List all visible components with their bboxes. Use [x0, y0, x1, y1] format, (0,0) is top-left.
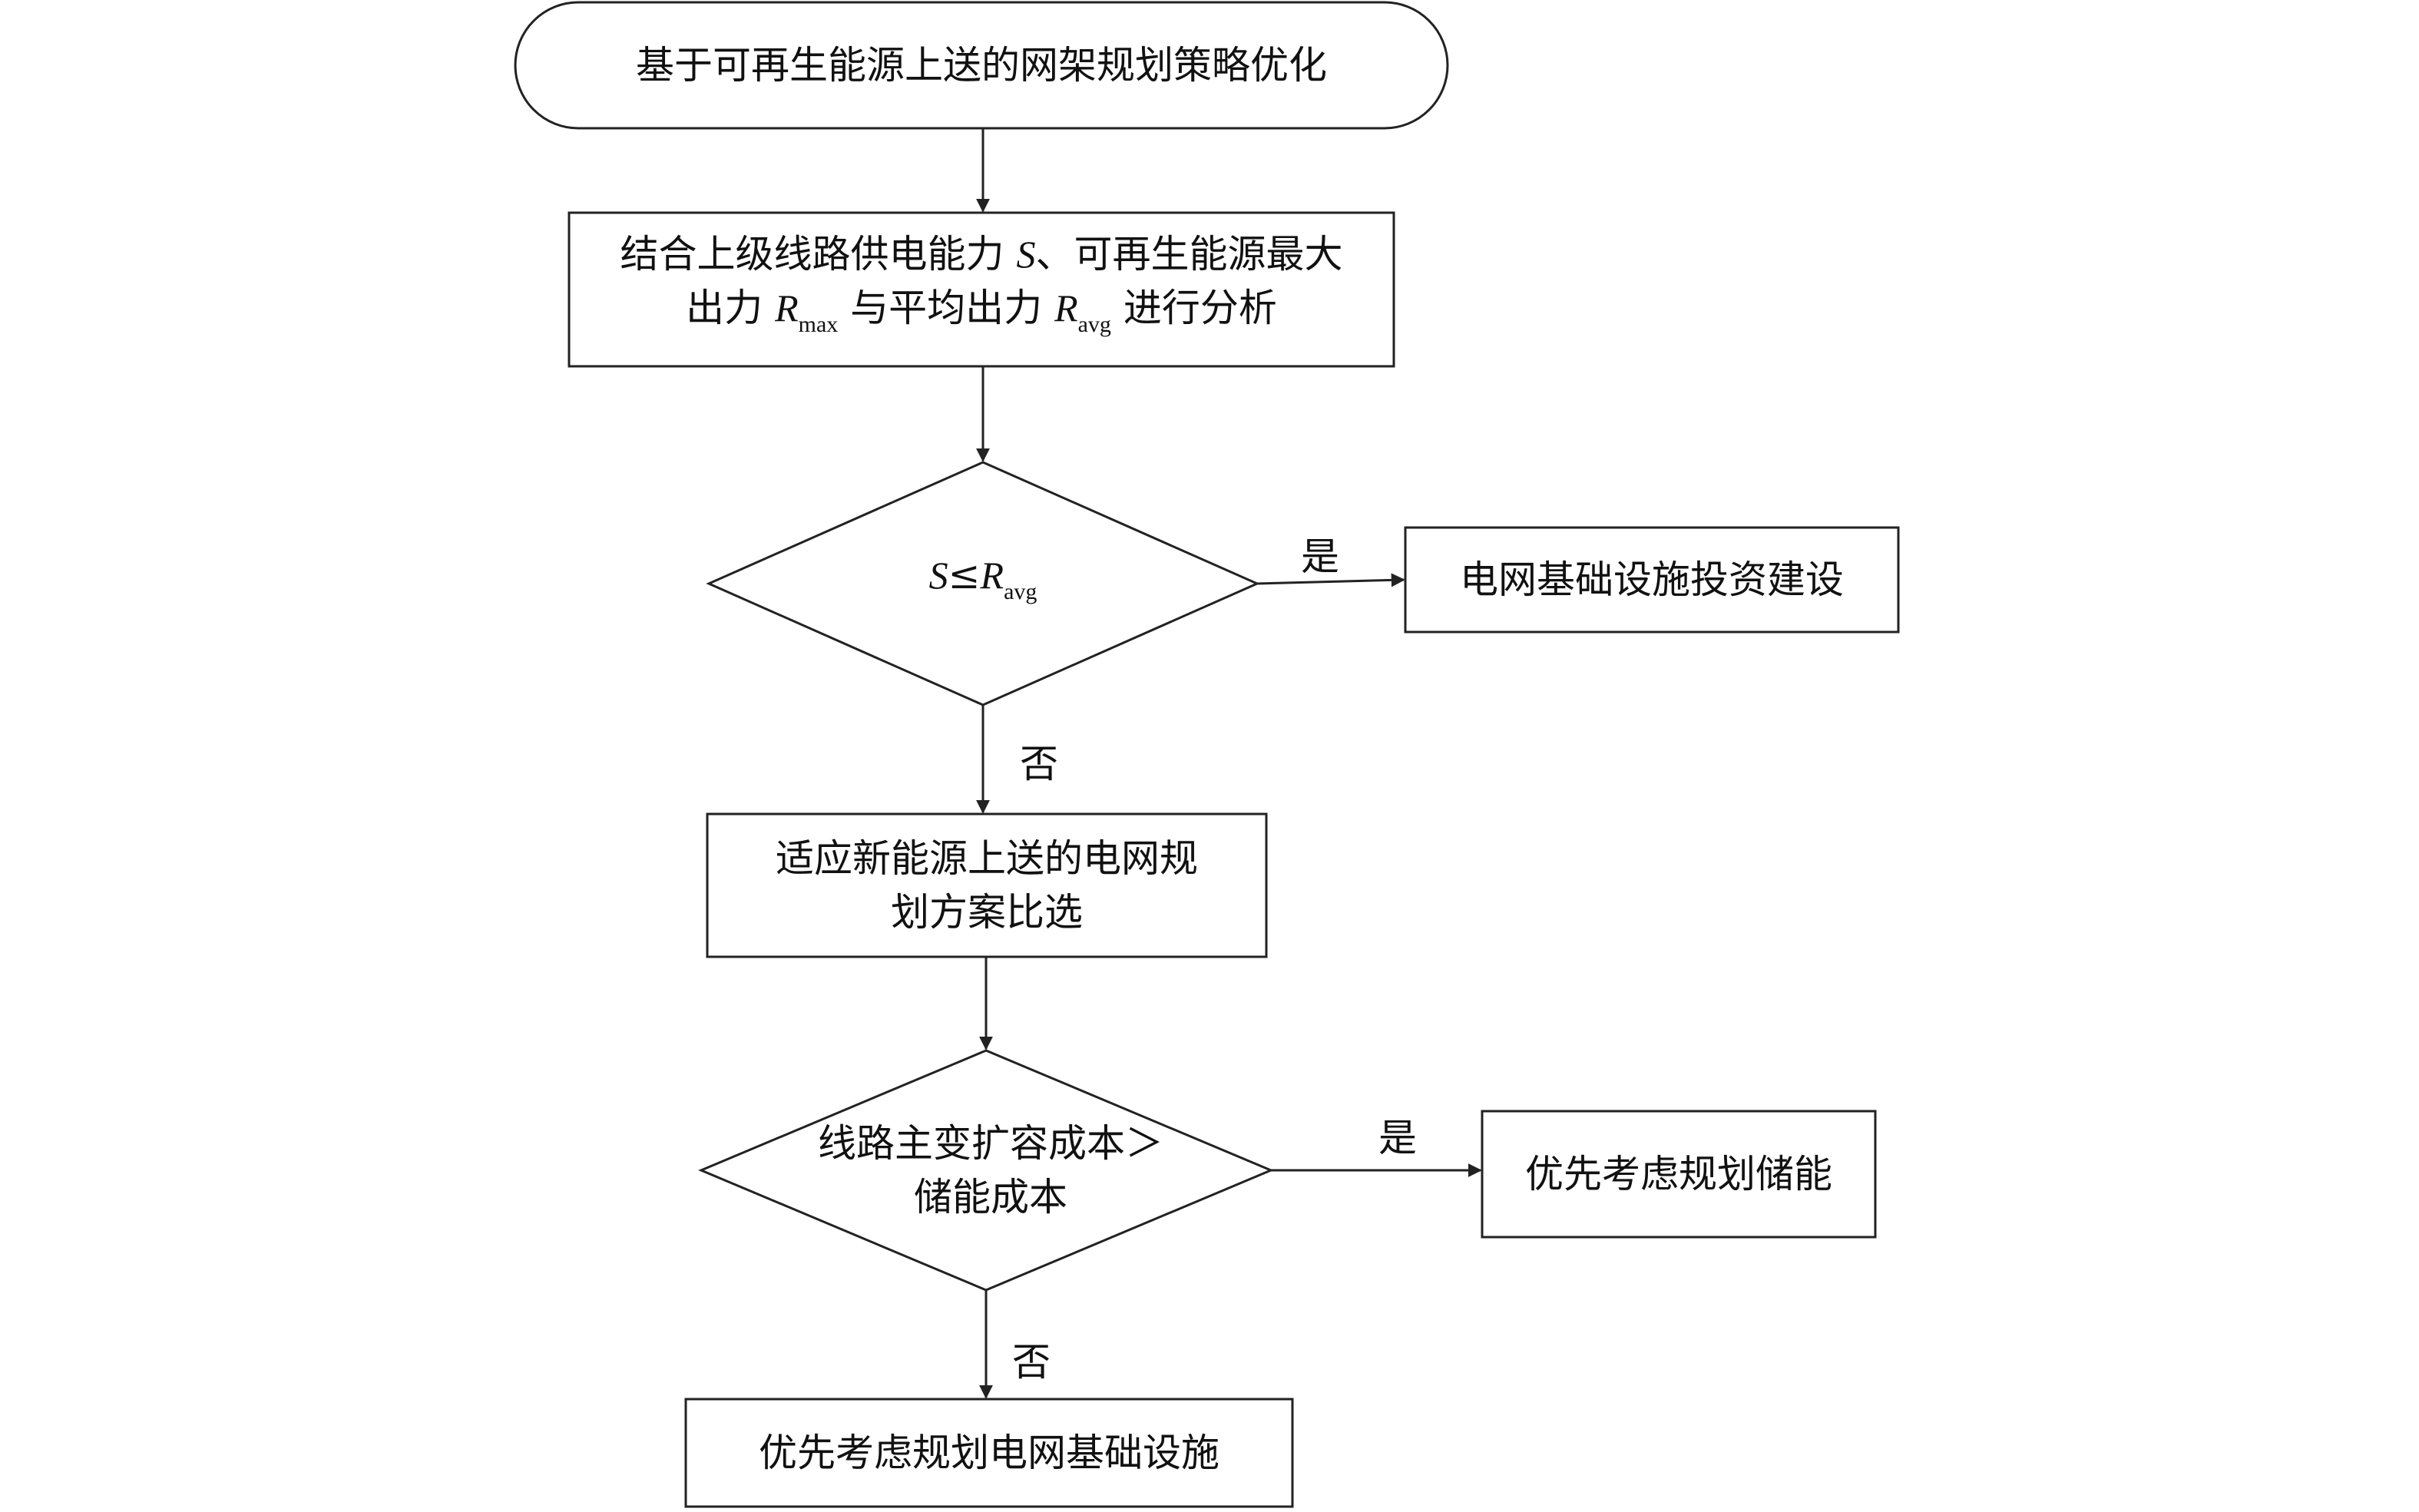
decision2-line-1: 线路主变扩容成本＞	[818, 1121, 1163, 1166]
storage-priority-text: 优先考虑规划储能	[1525, 1152, 1832, 1196]
analysis-line-2: 出力 Rmax 与平均出力 Ravg 进行分析	[686, 281, 1277, 352]
infra-priority-text: 优先考虑规划电网基础设施	[759, 1431, 1219, 1475]
analysis-line1-pre: 结合上级线路供电能力	[620, 232, 1017, 276]
analysis-line2-pre: 出力	[686, 286, 776, 330]
storage-priority-box	[1481, 1110, 1877, 1239]
start-terminal	[514, 1, 1449, 130]
decision2-line-2: 储能成本	[914, 1175, 1067, 1219]
decision1-var-r: R	[980, 554, 1004, 597]
decision2-label: 线路主变扩容成本＞ 储能成本	[791, 1120, 1190, 1220]
infra-invest-text: 电网基础设施投资建设	[1460, 557, 1844, 602]
scheme-compare-line-1: 适应新能源上送的电网规	[776, 836, 1198, 881]
decision1-label: S≤Ravg	[829, 549, 1137, 618]
analysis-var-s: S	[1016, 233, 1036, 276]
storage-priority-label: 优先考虑规划储能	[1482, 1111, 1875, 1237]
scheme-compare-line-2: 划方案比选	[891, 890, 1083, 935]
arrow-decision1-yes	[1256, 573, 1405, 587]
infra-priority-box	[684, 1398, 1294, 1508]
edge-label-yes-1: 是	[1301, 534, 1339, 579]
decision1-condition: S≤Ravg	[929, 548, 1037, 619]
scheme-compare-box	[706, 812, 1268, 958]
edge-label-yes-2: 是	[1378, 1116, 1417, 1160]
analysis-sub-max: max	[798, 312, 839, 337]
decision1-sub-avg: avg	[1004, 579, 1037, 604]
analysis-line1-post: 、可再生能源最大	[1035, 232, 1343, 276]
infra-invest-box	[1404, 526, 1900, 634]
analysis-process-label: 结合上级线路供电能力 S、可再生能源最大 出力 Rmax 与平均出力 Ravg …	[569, 213, 1394, 366]
analysis-var-ravg: R	[1054, 286, 1078, 329]
start-text: 基于可再生能源上送的网架规划策略优化	[636, 43, 1327, 88]
analysis-line-1: 结合上级线路供电能力 S、可再生能源最大	[620, 227, 1343, 281]
analysis-line2-post: 进行分析	[1110, 286, 1277, 330]
scheme-compare-label: 适应新能源上送的电网规 划方案比选	[707, 814, 1266, 957]
decision1-var-s: S	[928, 554, 948, 597]
edge-label-no-2: 否	[1012, 1340, 1051, 1385]
infra-priority-label: 优先考虑规划电网基础设施	[686, 1399, 1292, 1507]
analysis-var-rmax: R	[775, 286, 799, 329]
edge-label-no-1: 否	[1020, 742, 1058, 786]
start-terminal-label: 基于可再生能源上送的网架规划策略优化	[515, 2, 1448, 128]
analysis-line2-mid: 与平均出力	[838, 286, 1055, 330]
infra-invest-label: 电网基础设施投资建设	[1405, 528, 1898, 632]
analysis-sub-avg: avg	[1077, 312, 1111, 337]
decision1-op: ≤	[948, 553, 981, 597]
analysis-process-box	[568, 211, 1395, 368]
